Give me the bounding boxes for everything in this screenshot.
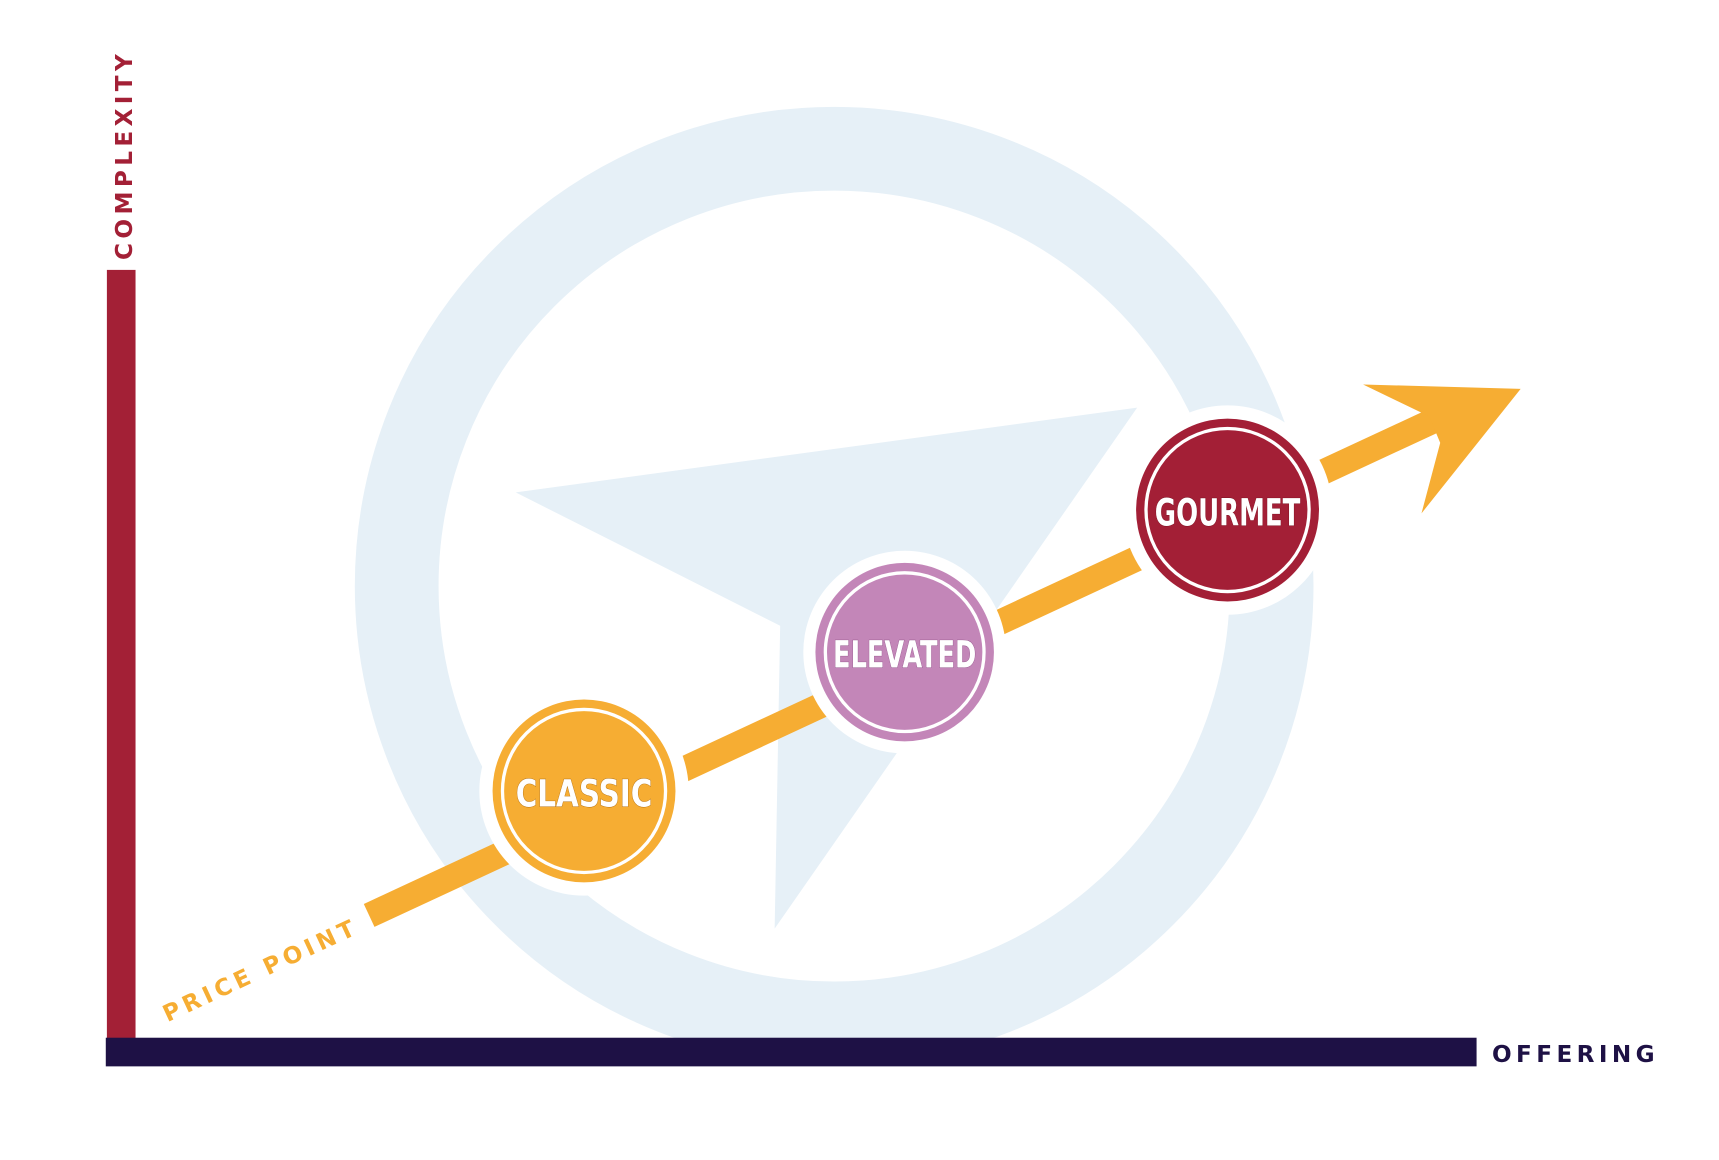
trend-label: PRICE POINT — [159, 914, 363, 1028]
tier-gourmet: GOURMET — [1122, 405, 1333, 615]
tier-label: CLASSIC — [516, 771, 653, 815]
x-axis-label: OFFERING — [1492, 1042, 1659, 1068]
tier-label: GOURMET — [1155, 490, 1300, 534]
tier-label: ELEVATED — [833, 633, 976, 677]
y-axis-label: COMPLEXITY — [112, 50, 138, 260]
tier-classic: CLASSIC — [479, 686, 689, 896]
x-axis-bar — [105, 1037, 1477, 1067]
y-axis-bar — [106, 269, 136, 1042]
tier-elevated: ELEVATED — [803, 550, 1007, 754]
arrow-head-icon — [1363, 384, 1521, 514]
